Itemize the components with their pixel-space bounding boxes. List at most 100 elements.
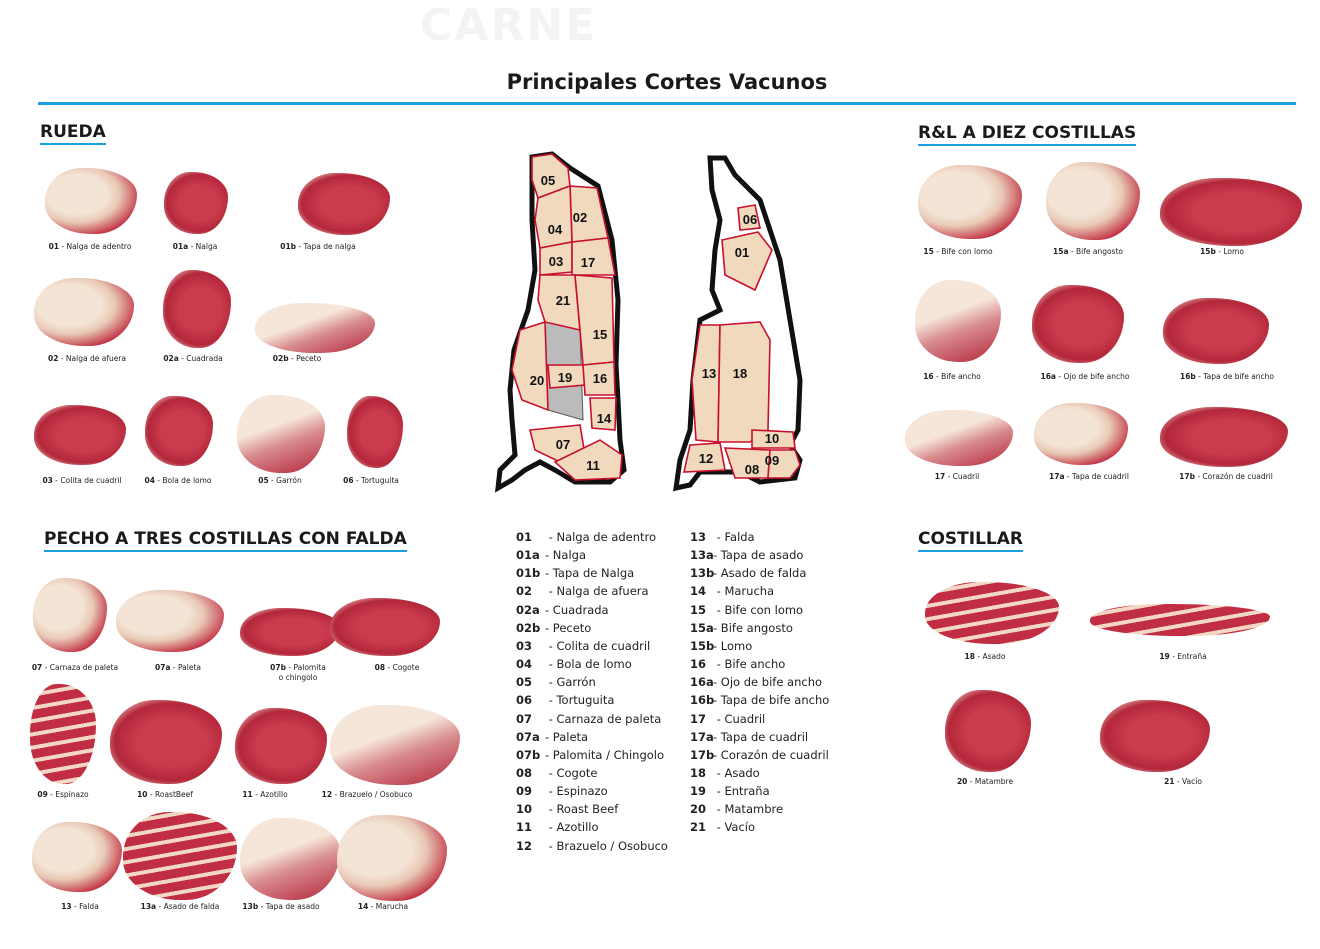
legend-item-15b: 15b- Lomo (690, 639, 752, 653)
legend-item-02: 02 - Nalga de afuera (516, 584, 649, 598)
cut-caption-17a: 17a - Tapa de cuadril (1049, 472, 1129, 482)
cut-name: - Ojo de bife ancho (1056, 372, 1130, 381)
legend-item-10: 10 - Roast Beef (516, 802, 618, 816)
cut-caption-02b: 02b - Peceto (273, 354, 321, 364)
cut-code: 16b (1179, 372, 1196, 381)
cut-name: - Garrón (268, 476, 302, 485)
cut-name: - Brazuelo / Osobuco (332, 790, 413, 799)
legend-name: - Bife angosto (713, 620, 793, 635)
legend-code: 09 (516, 784, 533, 799)
cut-caption-18: 18 - Asado (965, 652, 1006, 662)
meat-photo-15a (1046, 162, 1140, 240)
carcass-region-20 (511, 320, 549, 412)
cut-code: 10 (137, 790, 148, 799)
cut-code: 12 (321, 790, 333, 799)
legend-item-02b: 02b- Peceto (516, 621, 591, 635)
section-heading-ryl: R&L A DIEZ COSTILLAS (918, 123, 1137, 146)
cut-code: 13b (242, 902, 259, 911)
meat-photo-15 (918, 165, 1022, 239)
carcass-region-13 (691, 324, 721, 443)
cut-name: - Nalga de afuera (58, 354, 126, 363)
cut-code: 02a (163, 354, 179, 363)
legend-name: - Ojo de bife ancho (713, 675, 823, 690)
cut-code: 15 (923, 247, 934, 256)
legend-name: - Tapa de Nalga (545, 566, 635, 581)
cut-code: 19 (1159, 652, 1170, 661)
legend-code: 11 (516, 820, 533, 835)
meat-photo-01b (298, 173, 390, 235)
legend-name: - Corazón de cuadril (713, 747, 829, 762)
cut-caption-13: 13 - Falda (61, 902, 99, 912)
cut-caption-13a: 13a - Asado de falda (141, 902, 220, 912)
cut-name: - Bife ancho (933, 372, 981, 381)
meat-photo-17b (1160, 407, 1288, 467)
cut-name: - Tapa de nalga (296, 242, 356, 251)
legend-code: 08 (516, 765, 533, 780)
meat-photo-06 (347, 396, 403, 468)
cut-caption-08: 08 - Cogote (375, 663, 420, 673)
carcass-region-label: 16 (593, 371, 607, 386)
legend-code: 10 (516, 802, 533, 817)
cut-name: - Marucha (368, 902, 409, 911)
cut-caption-10: 10 - RoastBeef (137, 790, 193, 800)
cut-code: 02 (48, 354, 59, 363)
legend-item-12: 12 - Brazuelo / Osobuco (516, 839, 668, 853)
carcass-region-label: 05 (541, 173, 555, 188)
meat-photo-19 (1090, 604, 1270, 636)
legend-name: - Peceto (545, 620, 592, 635)
cut-code: 17b (1179, 472, 1195, 481)
cut-caption-16b: 16b - Tapa de bife ancho (1180, 372, 1274, 382)
legend-name: - Tapa de cuadril (713, 729, 809, 744)
legend-code: 15a (690, 620, 714, 635)
legend-item-21: 21 - Vacío (690, 820, 755, 834)
meat-photo-09 (30, 684, 96, 784)
cut-code: 15a (1053, 247, 1069, 256)
legend-item-03: 03 - Colita de cuadril (516, 639, 650, 653)
meat-photo-16b (1163, 298, 1269, 364)
legend-code: 21 (690, 820, 707, 835)
legend-item-13b: 13b- Asado de falda (690, 566, 806, 580)
legend-item-16: 16 - Bife ancho (690, 657, 785, 671)
legend-code: 16a (690, 675, 714, 690)
meat-photo-18 (925, 582, 1059, 644)
meat-photo-02a (163, 270, 231, 348)
legend-item-04: 04 - Bola de lomo (516, 657, 632, 671)
carcass-region-16 (582, 361, 616, 396)
meat-photo-17 (905, 410, 1013, 466)
carcass-region-01 (721, 231, 773, 292)
cut-name: - Bola de lomo (154, 476, 212, 485)
legend-code: 02 (516, 584, 533, 599)
cut-caption-13b: 13b - Tapa de asado (242, 902, 319, 912)
legend-name: - Vacío (713, 820, 756, 835)
meat-photo-02 (34, 278, 134, 346)
legend-item-07b: 07b- Palomita / Chingolo (516, 748, 664, 762)
meat-photo-13 (32, 822, 122, 892)
cut-name: - Tapa de cuadril (1064, 472, 1129, 481)
cut-name: - Espinazo (47, 790, 89, 799)
meat-photo-14 (337, 815, 447, 901)
page-title: Principales Cortes Vacunos (506, 70, 828, 94)
cut-name: - Asado de falda (156, 902, 220, 911)
meat-photo-07a (116, 590, 224, 652)
cut-caption-01a: 01a - Nalga (173, 242, 218, 252)
cut-code: 02b (272, 354, 289, 363)
carcass-region-label: 11 (586, 458, 600, 473)
legend-item-07a: 07a- Paleta (516, 730, 588, 744)
legend-item-05: 05 - Garrón (516, 675, 596, 689)
cut-code: 09 (37, 790, 48, 799)
cut-code: 18 (964, 652, 975, 661)
cut-code: 07a (155, 663, 171, 672)
legend-item-06: 06 - Tortuguita (516, 693, 614, 707)
legend-code: 13b (690, 566, 715, 581)
cut-name: - Tapa de asado (258, 902, 320, 911)
legend-code: 07b (516, 747, 541, 762)
legend-code: 20 (690, 802, 707, 817)
carcass-region-12 (682, 442, 726, 473)
cut-caption-17: 17 - Cuadril (935, 472, 980, 482)
legend-name: - Asado (713, 765, 760, 780)
legend-code: 17b (690, 747, 715, 762)
carcass-region-label: 19 (558, 370, 572, 385)
legend-item-15a: 15a- Bife angosto (690, 621, 793, 635)
legend-code: 15b (690, 638, 715, 653)
